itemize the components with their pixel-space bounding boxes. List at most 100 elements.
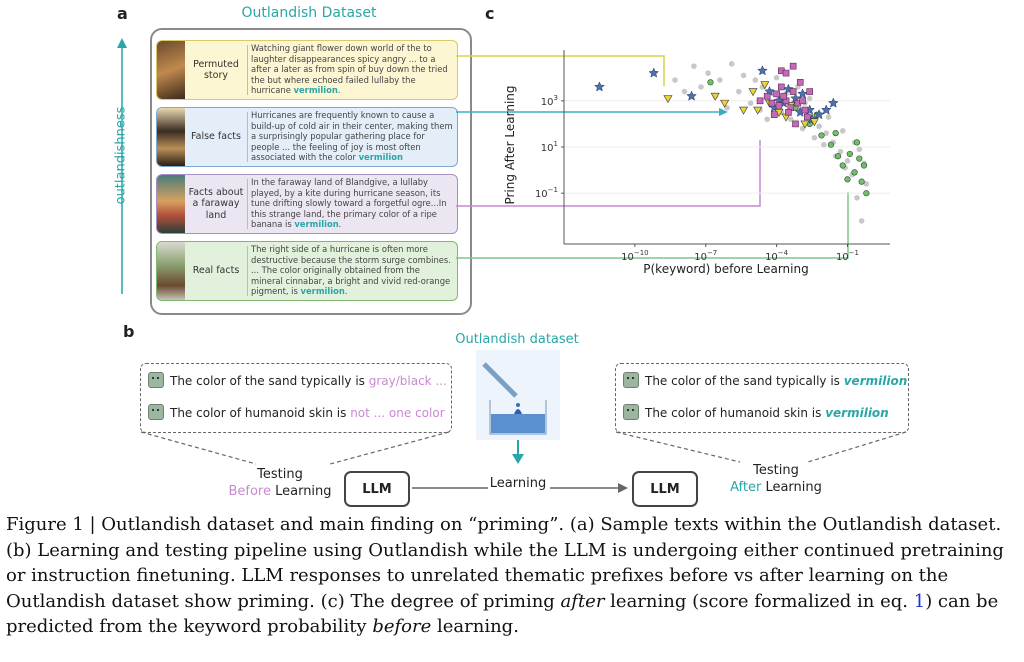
data-point-triangle: [710, 92, 720, 101]
before-prompt-skin: The color of humanoid skin is not ... on…: [148, 404, 445, 420]
data-point-circle: [823, 130, 830, 136]
data-point-square: [756, 97, 764, 105]
data-point-square: [796, 79, 804, 86]
data-point-circle: [691, 63, 697, 69]
data-point-star: [594, 81, 605, 92]
dataset-panel: [150, 28, 472, 315]
keyword-vermilion: vermilion: [293, 85, 338, 96]
data-point-square: [782, 69, 790, 77]
data-point-circle: [846, 150, 853, 158]
data-point-circle: [844, 158, 851, 164]
before-testing-label: Testing Before Learning: [228, 467, 332, 499]
data-point-square: [806, 88, 813, 95]
data-point-triangle: [748, 88, 758, 97]
data-point-star: [797, 88, 808, 99]
data-point-triangle: [753, 106, 763, 115]
data-point-circle: [860, 162, 868, 169]
data-point-circle: [863, 181, 870, 187]
dataset-title: Outlandish Dataset: [241, 5, 377, 21]
data-point-square: [775, 102, 783, 109]
before-prompt-sand: The color of the sand typically is gray/…: [148, 372, 447, 388]
data-point-star: [757, 65, 768, 76]
data-point-circle: [844, 176, 851, 183]
data-point-square: [789, 88, 797, 95]
data-point-circle: [858, 178, 865, 185]
row-divider: [247, 179, 248, 229]
data-point-circle: [856, 155, 863, 162]
data-point-circle: [851, 169, 858, 176]
dataset-beaker-image: [476, 350, 560, 440]
after-prompt-skin: The color of humanoid skin is vermilion: [623, 404, 889, 420]
data-point-circle: [752, 77, 759, 83]
data-point-circle: [839, 128, 846, 134]
dataset-row-false-facts: False facts Hurricanes are frequently kn…: [156, 107, 458, 167]
keyword-vermilion: vermilion: [294, 219, 339, 230]
data-point-circle: [832, 130, 839, 137]
data-point-circle: [854, 195, 860, 201]
x-tick-label: 10−4: [765, 249, 789, 263]
data-point-circle: [705, 70, 711, 76]
keyword-vermilion: vermilion: [358, 152, 403, 163]
y-tick-label: 10−1: [535, 186, 558, 200]
after-prompts-box: [615, 363, 909, 433]
data-point-circle: [764, 116, 770, 123]
row-divider: [247, 246, 248, 296]
outlandishness-arrow: [117, 38, 127, 294]
data-point-circle: [799, 125, 806, 132]
y-tick-label: 101: [541, 140, 558, 154]
row-label: False facts: [191, 131, 241, 143]
data-point-circle: [787, 116, 794, 123]
chart-y-axis-label: Pring After Learning: [503, 85, 517, 205]
data-point-circle: [724, 104, 730, 111]
learning-arrow-label: Learning: [489, 476, 547, 491]
data-point-circle: [863, 190, 870, 197]
data-point-triangle: [720, 99, 730, 108]
x-tick-label: 10−1: [836, 249, 859, 263]
data-point-square: [801, 106, 809, 114]
row-to-chart-connectors: [456, 55, 849, 259]
data-point-square: [773, 90, 780, 98]
data-point-circle: [717, 77, 723, 83]
data-point-star: [820, 104, 832, 115]
before-prompts-box: [140, 363, 452, 433]
data-point-square: [780, 92, 787, 100]
learning-arrow: [412, 483, 628, 493]
data-point-star: [827, 97, 839, 108]
data-point-circle: [811, 134, 818, 141]
data-point-circle: [827, 141, 835, 148]
data-point-triangle: [739, 106, 749, 115]
data-point-circle: [856, 146, 863, 153]
chart-x-axis-label: P(keyword) before Learning: [643, 262, 809, 276]
data-point-circle: [698, 84, 704, 90]
llm-after-box: LLM: [632, 471, 698, 507]
real-facts-thumbnail: [157, 242, 185, 300]
row-text: Watching giant flower down world of the …: [251, 43, 448, 96]
data-point-square: [804, 113, 811, 121]
dataset-row-permuted-story: Permuted story Watching giant flower dow…: [156, 40, 458, 100]
data-point-circle: [736, 88, 742, 95]
data-point-triangle: [800, 120, 810, 129]
data-point-circle: [839, 162, 846, 169]
row-label: Facts about a faraway land: [188, 186, 244, 221]
connector-false-facts-arrowhead: [719, 108, 728, 116]
x-tick-label: 10−10: [621, 249, 649, 263]
data-point-circle: [837, 148, 844, 155]
data-point-square: [768, 99, 776, 107]
data-point-circle: [834, 153, 842, 160]
robot-icon: [148, 372, 164, 388]
data-point-circle: [740, 72, 747, 79]
data-point-square: [785, 109, 792, 116]
row-label: Permuted story: [193, 58, 239, 81]
panel-label-b: b: [123, 322, 135, 341]
data-point-circle: [707, 79, 714, 86]
equation-reference-link[interactable]: 1: [913, 590, 926, 612]
data-point-square: [763, 92, 771, 100]
data-point-star: [686, 90, 697, 101]
data-point-circle: [747, 100, 754, 106]
after-testing-label: Testing After Learning: [730, 463, 822, 495]
robot-icon: [623, 372, 639, 388]
data-point-square: [792, 120, 799, 128]
data-point-square: [799, 97, 806, 105]
connector-faraway: [456, 140, 761, 207]
